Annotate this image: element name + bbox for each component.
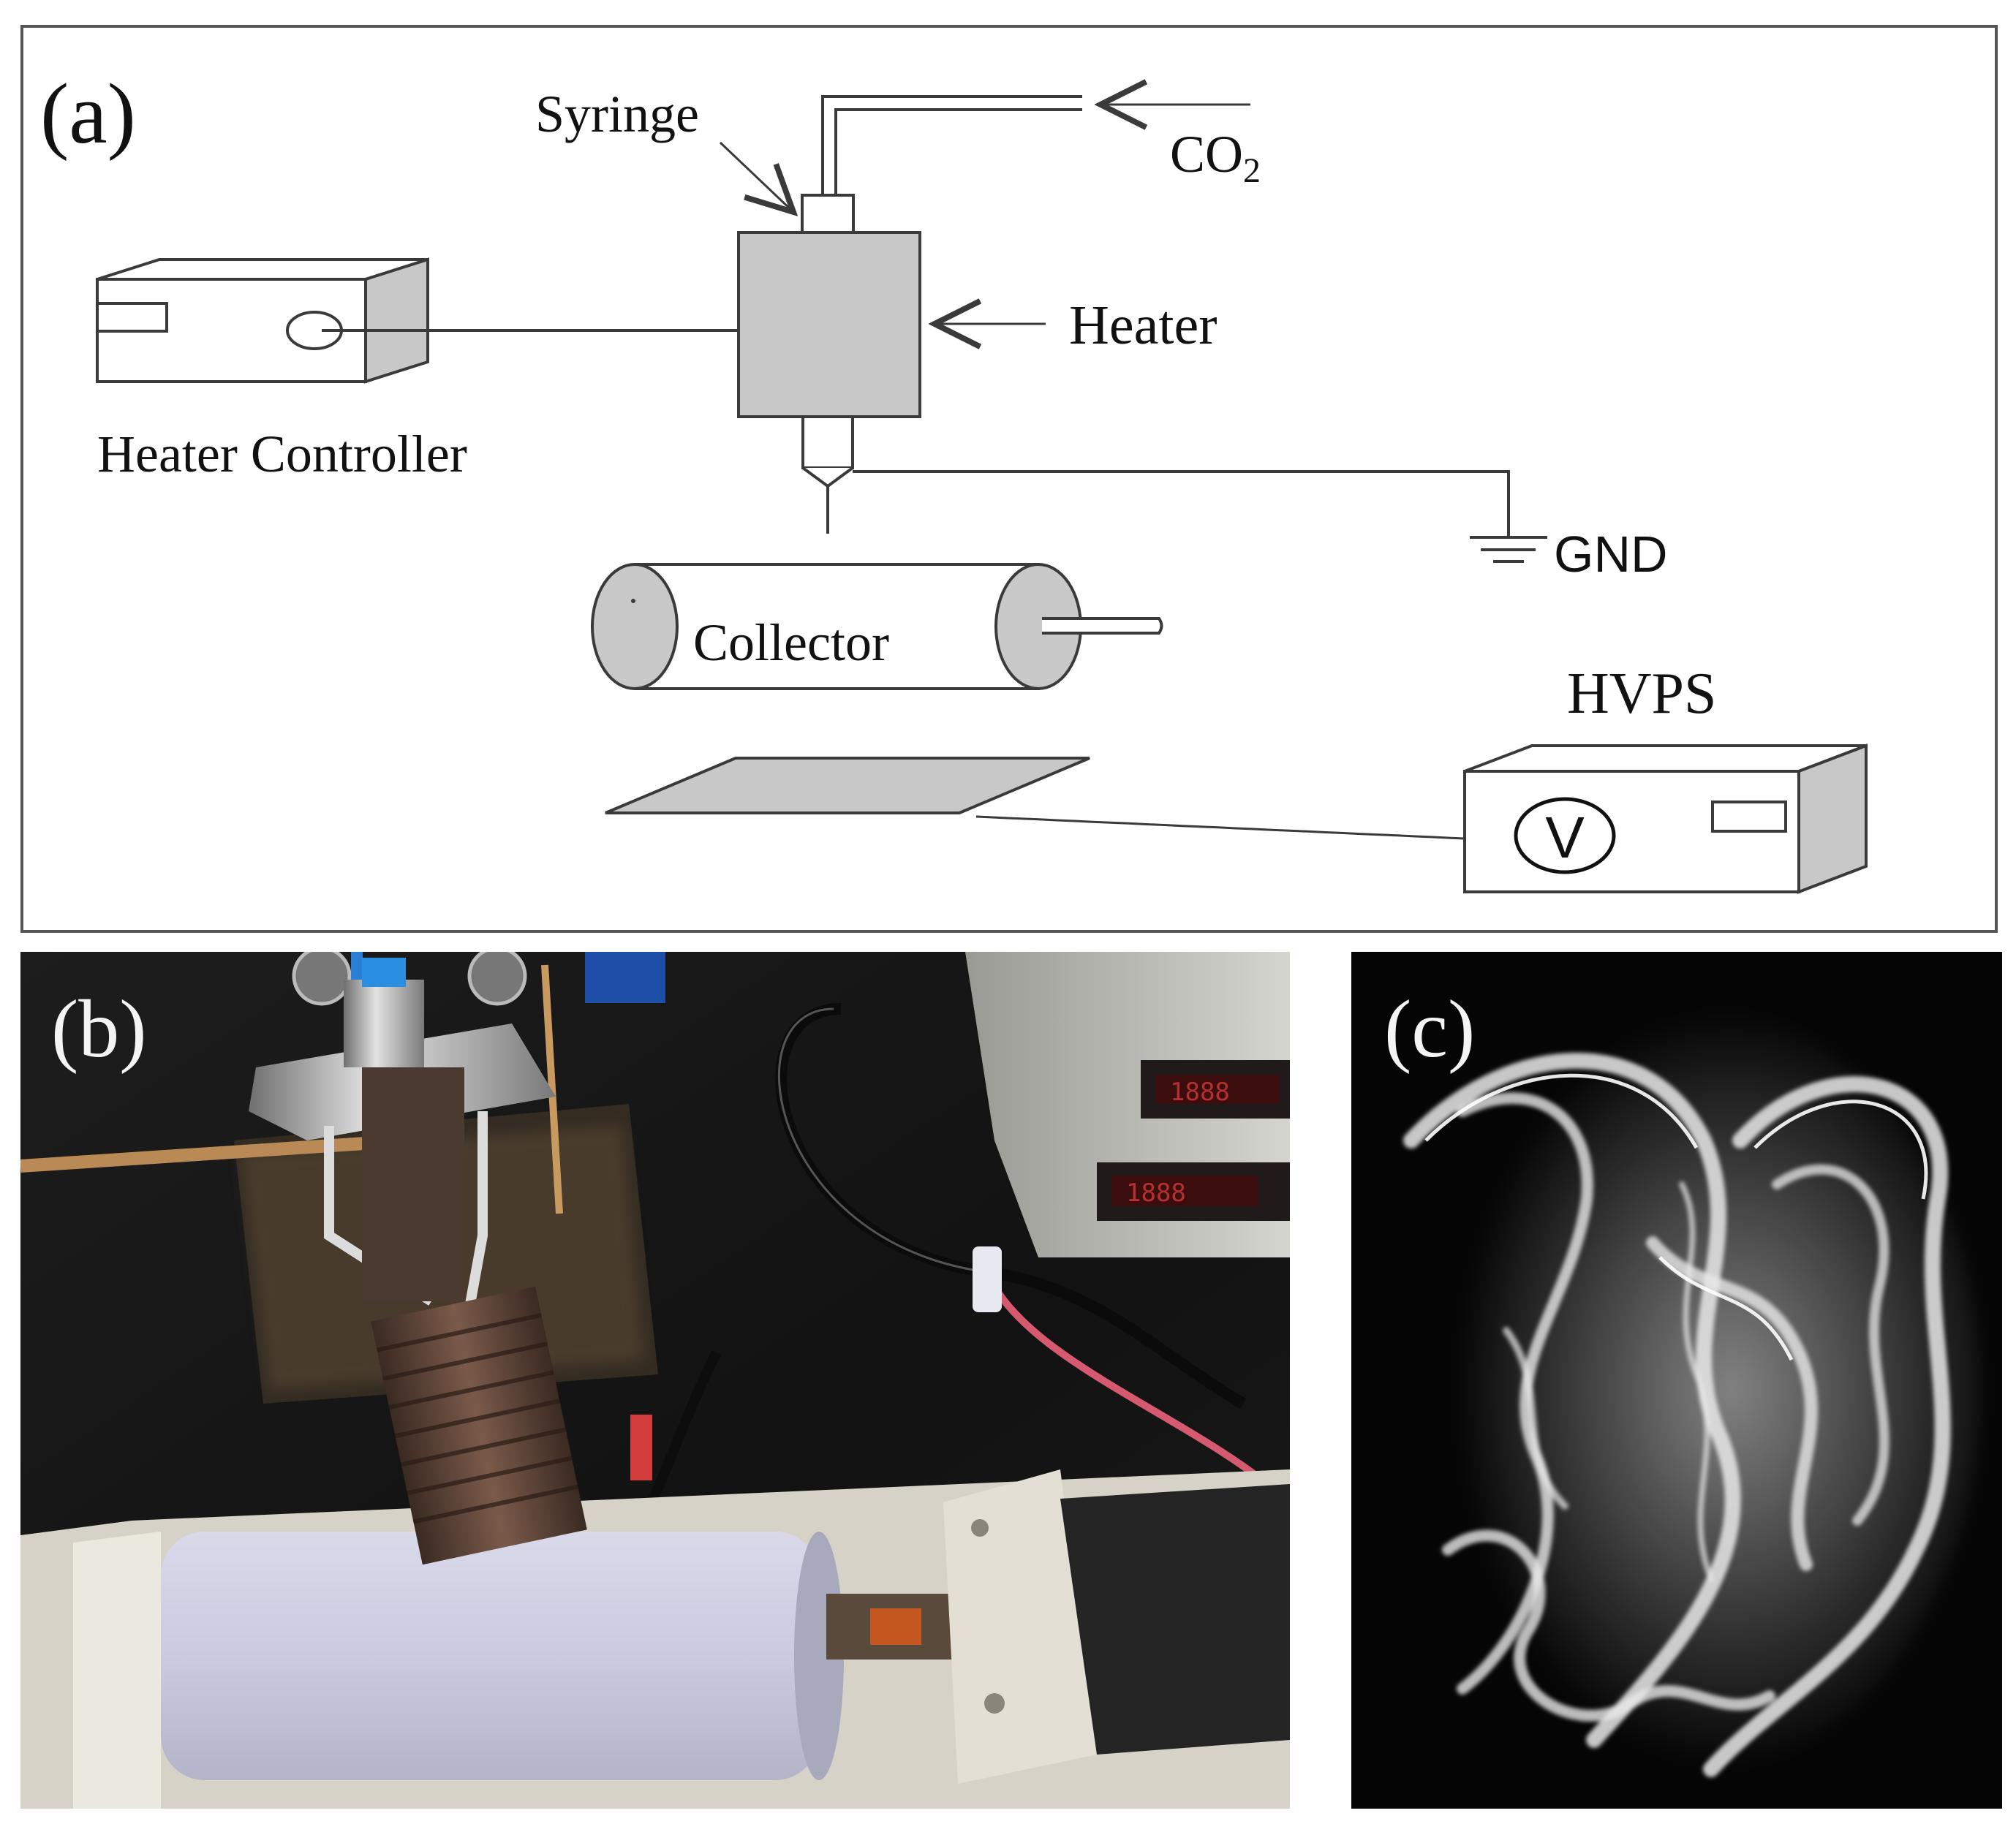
ground-wire bbox=[853, 470, 1510, 537]
gnd-label: GND bbox=[1554, 526, 1668, 583]
panel-c-label: (c) bbox=[1384, 984, 1475, 1075]
hv-cable bbox=[975, 815, 1514, 842]
co2-label: CO2 bbox=[1170, 125, 1261, 190]
syringe-pointer bbox=[719, 141, 793, 212]
fiber-strands bbox=[1403, 1053, 1951, 1777]
panel-b-photo: 1888 1888 bbox=[20, 952, 1290, 1809]
hvps-label: HVPS bbox=[1567, 662, 1717, 726]
hvps-display bbox=[1711, 801, 1787, 833]
voltmeter-label: V bbox=[1545, 805, 1585, 870]
syringe-top bbox=[801, 194, 855, 235]
panel-c-photo: (c) bbox=[1351, 952, 2002, 1809]
heater-label: Heater bbox=[1069, 295, 1217, 356]
panel-b-label: (b) bbox=[51, 984, 147, 1075]
co2-inlet-tube bbox=[821, 95, 1082, 197]
heater-controller-box bbox=[96, 257, 429, 384]
spinneret-nozzle bbox=[801, 415, 854, 534]
collector-drum bbox=[591, 563, 1163, 690]
ground-symbol bbox=[1470, 536, 1547, 563]
panel-a-label: (a) bbox=[40, 66, 136, 162]
psu-display-2: 1888 bbox=[1126, 1178, 1186, 1208]
voltmeter-circle bbox=[1514, 797, 1616, 874]
heater-controller-label: Heater Controller bbox=[97, 425, 467, 483]
syringe-label: Syringe bbox=[535, 85, 699, 143]
plate-electrode bbox=[605, 757, 1090, 814]
controller-display bbox=[96, 302, 168, 333]
collector-label: Collector bbox=[693, 613, 889, 672]
collector-shaft bbox=[1042, 617, 1163, 635]
panel-a: (a) CO2 Syringe Heater bbox=[20, 25, 1998, 933]
hvps-box: V bbox=[1463, 743, 1868, 894]
heater-block bbox=[737, 231, 921, 418]
psu-display-1: 1888 bbox=[1170, 1078, 1230, 1107]
